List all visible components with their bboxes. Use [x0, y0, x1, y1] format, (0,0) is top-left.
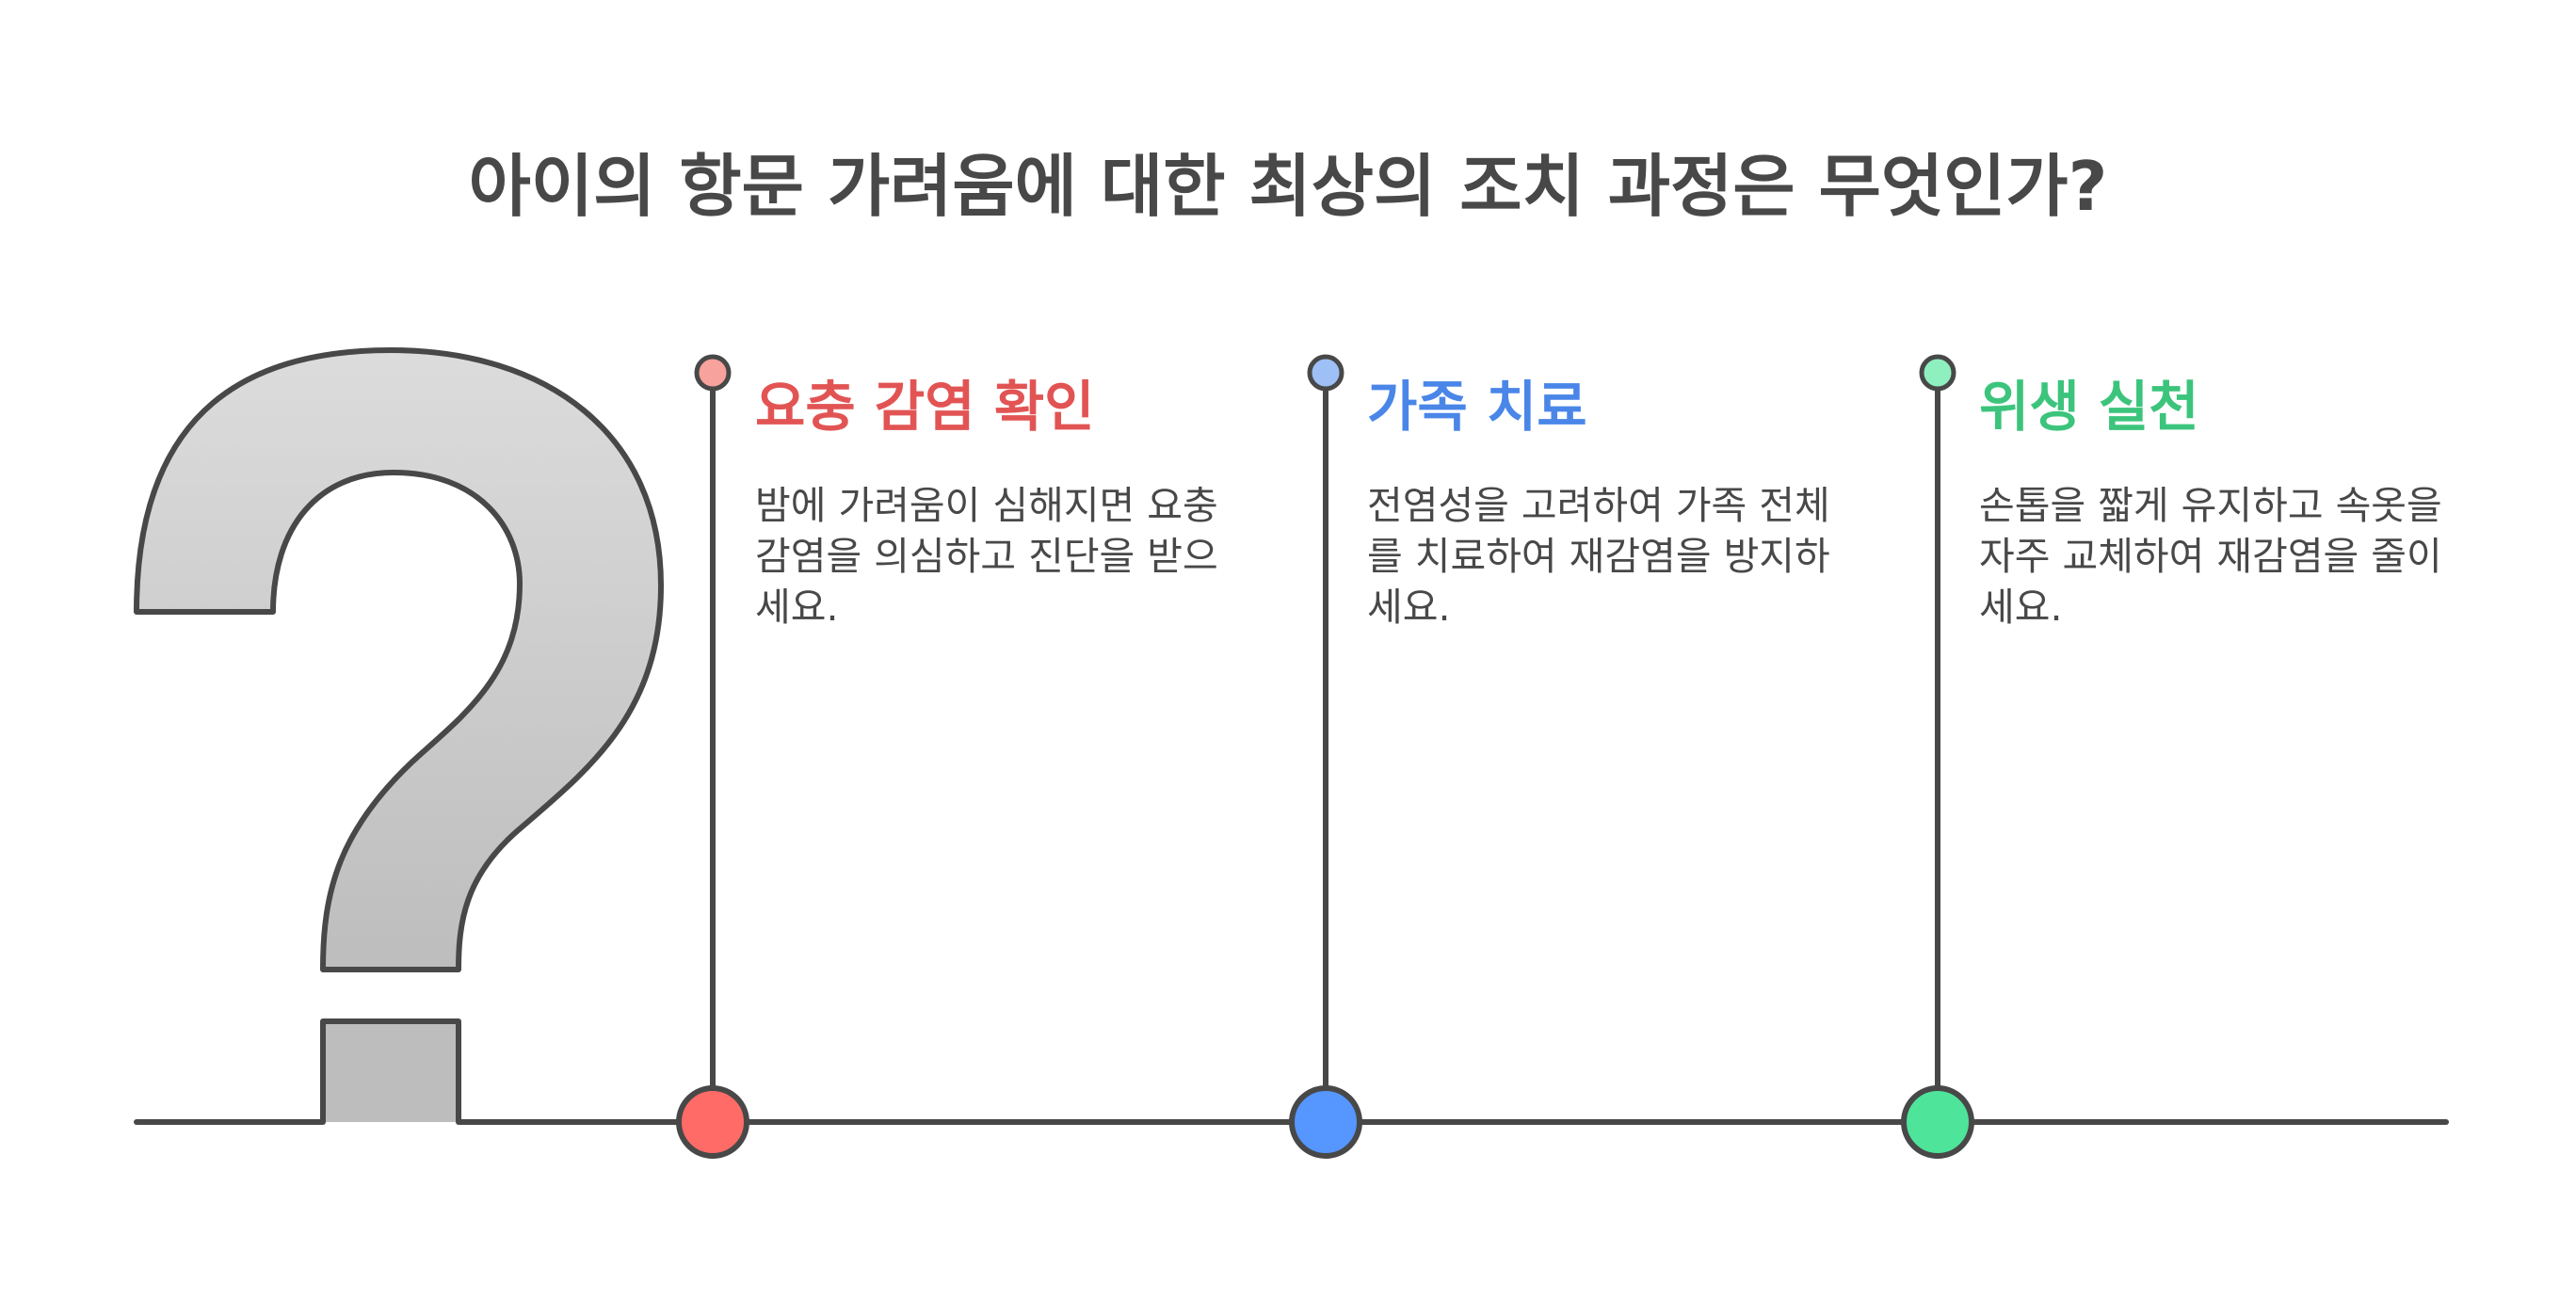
- page-title: 아이의 항문 가려움에 대한 최상의 조치 과정은 무엇인가?: [468, 147, 2108, 226]
- step-1-description: 밤에 가려움이 심해지면 요충 감염을 의심하고 진단을 받으세요.: [755, 483, 1218, 630]
- step-3-top-dot: [1919, 354, 1956, 392]
- question-mark-dot: [320, 1018, 461, 1122]
- step-3-heading: 위생 실천: [1979, 375, 2199, 439]
- timeline-step-2: [1289, 354, 1362, 1159]
- timeline-step-3: [1901, 354, 1974, 1159]
- step-2-heading: 가족 치료: [1367, 375, 1587, 439]
- step-1-top-dot: [694, 354, 732, 392]
- step-1-heading: 요충 감염 확인: [755, 375, 1095, 439]
- step-2-marker: [1289, 1085, 1362, 1159]
- question-mark-hook: [134, 347, 664, 972]
- step-3-description: 손톱을 짧게 유지하고 속옷을 자주 교체하여 재감염을 줄이세요.: [1979, 483, 2442, 630]
- step-1-marker: [676, 1085, 749, 1159]
- step-2-description: 전염성을 고려하여 가족 전체를 치료하여 재감염을 방지하세요.: [1367, 483, 1830, 630]
- step-2-top-dot: [1307, 354, 1344, 392]
- step-3-marker: [1901, 1085, 1974, 1159]
- question-mark-icon: [134, 347, 664, 1122]
- timeline-step-1: [676, 354, 749, 1159]
